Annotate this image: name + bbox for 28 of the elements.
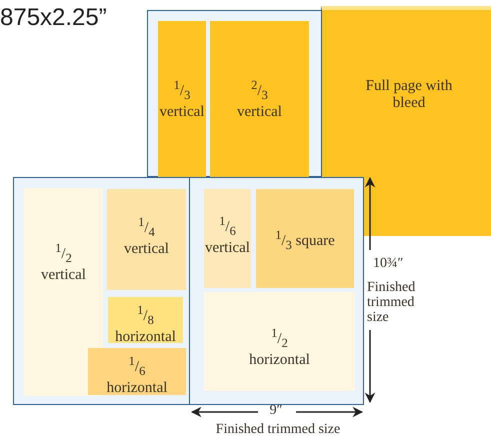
ad-space-block bbox=[158, 21, 206, 178]
dimension-label: 9″ bbox=[268, 403, 284, 418]
ad-size-label: $^{1}$/$_{2}$ vertical bbox=[40, 240, 87, 284]
ad-space-block bbox=[321, 6, 491, 236]
ad-size-label: $^{1}$/$_{3}$ vertical bbox=[159, 77, 205, 121]
ad-size-label: $^{1}$/$_{6}$ vertical bbox=[204, 213, 250, 257]
ad-size-label: Full page with bleed bbox=[364, 78, 454, 112]
ad-space-block bbox=[107, 189, 186, 290]
ad-size-label: $^{1}$/$_{8}$ horizontal bbox=[114, 302, 177, 346]
ad-space-block bbox=[204, 189, 251, 288]
ad-space-block bbox=[256, 189, 354, 288]
page-title: 875x2.25” bbox=[0, 4, 108, 32]
ad-size-label: $^{1}$/$_{6}$ horizontal bbox=[106, 353, 168, 397]
dimension-label: Finished trimmed size bbox=[214, 422, 342, 437]
ad-space-block bbox=[204, 292, 355, 391]
ad-size-label: $^{1}$/$_{2}$ horizontal bbox=[248, 325, 311, 369]
magazine-page bbox=[13, 177, 190, 405]
ad-size-label: $^{1}$/$_{3}$ square bbox=[275, 227, 335, 254]
dimension-label: 10¾″ bbox=[373, 256, 404, 271]
magazine-page bbox=[147, 10, 322, 177]
ad-space-block bbox=[24, 188, 103, 396]
magazine-page bbox=[189, 177, 364, 405]
ad-size-label: $^{1}$/$_{4}$ vertical bbox=[123, 214, 170, 258]
ad-space-block bbox=[210, 21, 309, 178]
ad-space-block bbox=[88, 348, 186, 395]
ad-size-label: $^{2}$/$_{3}$ vertical bbox=[236, 77, 283, 121]
ad-space-block bbox=[108, 297, 183, 343]
dimension-label: Finished trimmed size bbox=[367, 280, 416, 325]
